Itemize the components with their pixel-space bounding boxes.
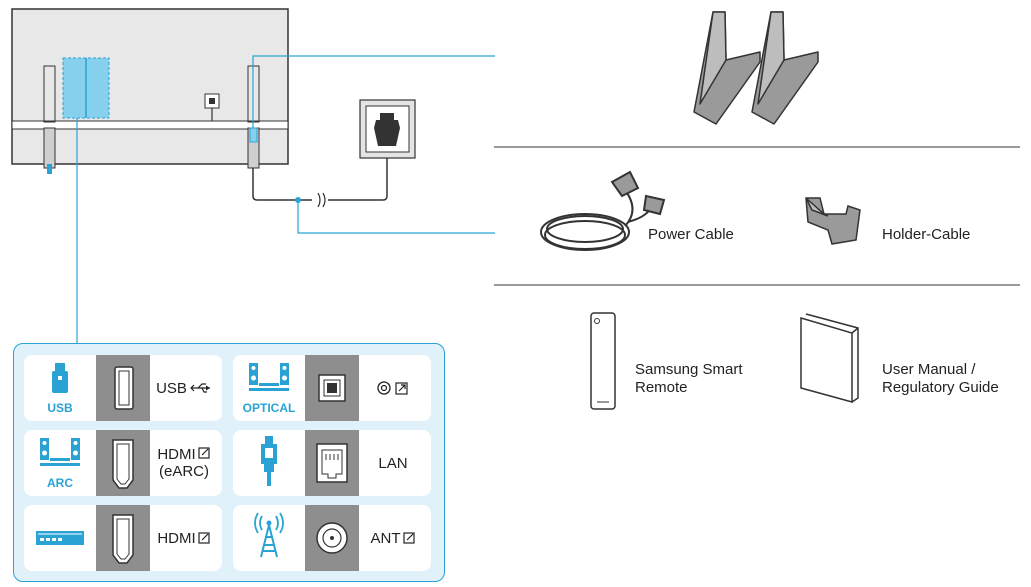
user-manual-icon [800,313,859,403]
antenna-tower-icon [254,512,284,558]
usb-label: USB [156,379,187,397]
set-top-box-icon [36,531,84,545]
holder-cable-icon [805,197,861,245]
usb-symbol-icon [190,383,210,393]
tv-back [11,8,289,165]
speakers-icon [249,363,289,391]
manual-label: User Manual / Regulatory Guide [882,361,999,396]
stand-legs-icon [693,11,819,125]
hdmi-earc-label: HDMI [157,446,196,463]
ant-label: ANT [370,529,401,547]
usb-port-icon [114,366,134,410]
optical-port-icon [318,374,346,402]
power-cable-label: Power Cable [648,226,734,243]
wall-socket-icon [359,99,416,159]
lan-port-icon [316,443,348,483]
usb-caption: USB [47,401,73,415]
port-panel: USB USB OPTICAL [13,343,445,582]
hdmi-port-icon [112,439,134,489]
power-cable-icon [540,170,666,251]
usb-stick-icon [52,363,68,393]
input-symbol-icon [402,532,415,544]
port-hdmi: HDMI [24,505,222,571]
holder-cable-label: Holder-Cable [882,226,971,243]
arc-speakers-icon [40,438,80,466]
earc-label: (eARC) [158,463,209,480]
optical-symbol-icon [377,381,408,395]
hdmi-port-icon-2 [112,514,134,564]
port-ant: ANT [233,505,431,571]
arc-caption: ARC [47,476,73,490]
input-symbol-icon [198,532,210,544]
lan-cable-icon [261,436,277,486]
remote-icon [590,312,616,410]
port-lan: LAN [233,430,431,496]
lan-label: LAN [378,454,408,472]
optical-caption: OPTICAL [242,401,296,415]
input-symbol-icon [198,447,210,459]
port-optical: OPTICAL [233,355,431,421]
port-usb: USB USB [24,355,222,421]
port-hdmi-earc: ARC HDMI (eARC) [24,430,222,496]
ant-port-icon [316,522,348,554]
remote-label: Samsung Smart Remote [635,361,743,396]
hdmi-label: HDMI [157,529,196,547]
